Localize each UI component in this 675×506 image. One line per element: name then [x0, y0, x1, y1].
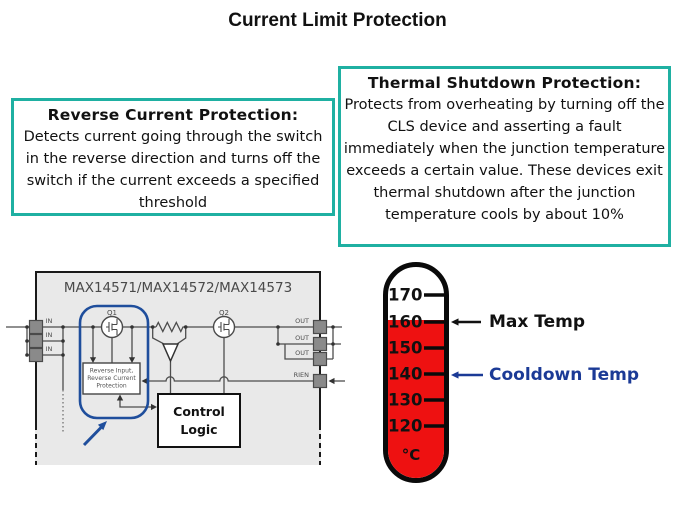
- comparator-icon: [161, 343, 180, 363]
- scale-tick-labels: 170 160 150 140 130 120: [388, 286, 422, 436]
- tick-150: 150: [388, 339, 422, 358]
- max-temp-label: Max Temp: [489, 312, 585, 332]
- protection-block-line1: Reverse Input,: [90, 368, 134, 375]
- in-label-2: IN: [46, 331, 53, 339]
- chip-outline-dashed: [35, 425, 321, 465]
- control-logic-line1: Control: [173, 404, 225, 419]
- rien-wire: [145, 376, 313, 382]
- tick-160: 160: [388, 313, 422, 332]
- control-logic-line2: Logic: [180, 422, 217, 437]
- chip-name-label: MAX14571/MAX14572/MAX14573: [64, 280, 292, 296]
- out-label-3: OUT: [295, 349, 309, 357]
- thermal-shutdown-protection-box: Thermal Shutdown Protection: Protects fr…: [338, 66, 671, 247]
- mosfet-q2: Q2: [212, 309, 236, 339]
- mosfet-q1: Q1: [100, 309, 124, 339]
- page-title: Current Limit Protection: [228, 10, 447, 31]
- out-label-2: OUT: [295, 334, 309, 342]
- mosfet-symbol-icon: [106, 319, 118, 335]
- pin-in-3: [28, 347, 44, 363]
- circuit-diagram: MAX14571/MAX14572/MAX14573: [6, 271, 345, 465]
- control-logic-block: Control Logic: [157, 393, 241, 448]
- max-temp-annotation: Max Temp: [451, 312, 585, 332]
- cooldown-temp-label: Cooldown Temp: [489, 365, 639, 385]
- in-label-3: IN: [46, 345, 53, 353]
- reverse-current-body: Detects current going through the switch…: [23, 129, 323, 211]
- pin-in-1: [28, 319, 44, 335]
- rien-label: RIEN: [294, 371, 310, 379]
- thermometer-graphic: 170 160 150 140 130 120 °C Max Temp Cool…: [383, 262, 639, 483]
- mosfet-symbol-icon: [218, 319, 230, 335]
- tick-140: 140: [388, 365, 422, 384]
- reverse-protection-block: Reverse Input, Reverse Current Protectio…: [82, 362, 141, 395]
- pin-rien: [312, 373, 328, 389]
- unit-label: °C: [402, 446, 421, 464]
- q1-label: Q1: [107, 309, 117, 317]
- thermal-shutdown-body: Protects from overheating by turning off…: [343, 97, 666, 223]
- pin-labels: IN IN IN OUT OUT OUT RIEN: [46, 317, 310, 379]
- pin-out-2: [312, 336, 328, 352]
- chip-pins: [28, 319, 328, 389]
- tick-170: 170: [388, 286, 422, 305]
- in-label-1: IN: [46, 317, 53, 325]
- tick-120: 120: [388, 417, 422, 436]
- cooldown-temp-annotation: Cooldown Temp: [451, 365, 639, 385]
- reverse-current-heading: Reverse Current Protection:: [47, 106, 299, 124]
- protection-block-line2: Reverse Current: [87, 375, 136, 382]
- junction-dots: [25, 325, 335, 357]
- scale-tick-marks: [424, 293, 447, 428]
- pin-out-1: [312, 319, 328, 335]
- pin-in-2: [28, 333, 44, 349]
- highlight-arrow-icon: [82, 421, 107, 447]
- protection-block-line3: Protection: [96, 383, 127, 390]
- highlight-ring: [78, 304, 150, 420]
- wire-arrowheads: [89, 357, 335, 411]
- out-label-1: OUT: [295, 317, 309, 325]
- resistor-icon: [155, 321, 186, 333]
- tick-130: 130: [388, 391, 422, 410]
- q2-label: Q2: [219, 309, 229, 317]
- thermal-shutdown-heading: Thermal Shutdown Protection:: [367, 74, 642, 92]
- reverse-current-protection-box: Reverse Current Protection: Detects curr…: [11, 98, 335, 216]
- pin-out-3: [312, 351, 328, 367]
